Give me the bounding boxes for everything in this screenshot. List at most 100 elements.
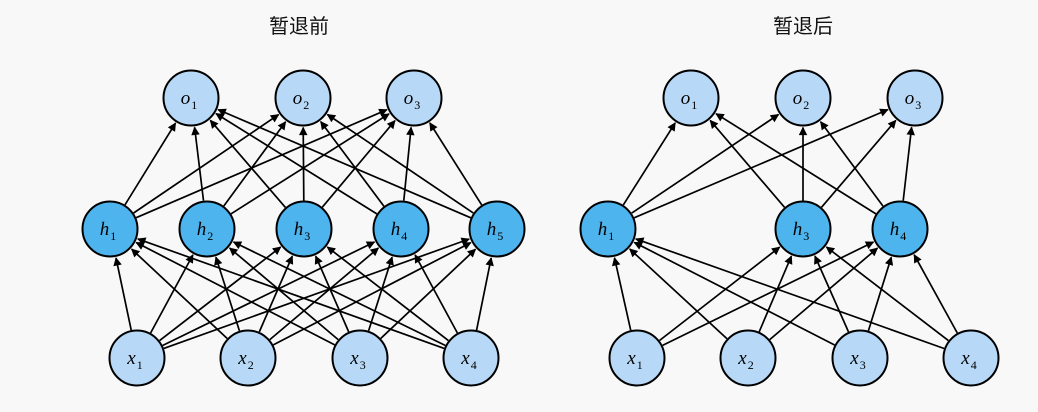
node-after-h3 bbox=[774, 200, 832, 258]
edge-h4-o2 bbox=[320, 120, 385, 207]
edge-x2-h1 bbox=[130, 248, 228, 340]
edge-x2-h4 bbox=[769, 247, 879, 341]
edge-x1-h4 bbox=[162, 241, 376, 347]
node-label-before-h3: h3 bbox=[294, 219, 311, 243]
edge-x2-h3 bbox=[758, 255, 793, 333]
node-label-after-x1: x1 bbox=[626, 348, 642, 372]
edge-x3-h3 bbox=[814, 255, 850, 333]
edge-x4-h5 bbox=[475, 257, 494, 331]
edge-h3-o1 bbox=[209, 119, 287, 208]
node-after-h1 bbox=[579, 200, 637, 258]
node-before-x4 bbox=[442, 329, 500, 387]
edge-x2-h2 bbox=[214, 256, 241, 332]
edge-h2-o1 bbox=[191, 126, 205, 201]
node-before-o3 bbox=[385, 69, 443, 127]
node-before-h3 bbox=[275, 200, 333, 258]
edge-x4-h3 bbox=[825, 246, 949, 342]
node-before-x1 bbox=[108, 329, 166, 387]
node-after-o3 bbox=[886, 69, 944, 127]
node-label-after-o1: o1 bbox=[681, 88, 698, 112]
edge-h5-o2 bbox=[326, 113, 474, 214]
edge-h4-o2 bbox=[819, 121, 884, 207]
edge-x3-h1 bbox=[135, 241, 336, 346]
node-label-after-o2: o2 bbox=[793, 88, 810, 112]
node-label-after-x4: x4 bbox=[960, 348, 976, 372]
edge-x3-h2 bbox=[228, 247, 339, 341]
edge-h3-o3 bbox=[820, 119, 897, 208]
edge-x2-h1 bbox=[629, 248, 728, 340]
edge-h4-o1 bbox=[715, 112, 877, 215]
edge-h2-o3 bbox=[230, 113, 390, 215]
edge-h4-o3 bbox=[402, 126, 415, 201]
edge-h5-o3 bbox=[429, 122, 483, 206]
node-label-after-x2: x2 bbox=[737, 348, 753, 372]
node-after-x3 bbox=[831, 329, 889, 387]
edge-x2-h5 bbox=[272, 241, 472, 346]
node-after-x2 bbox=[719, 329, 777, 387]
edge-h3-o3 bbox=[321, 119, 396, 208]
edge-h1-o2 bbox=[133, 113, 280, 214]
node-after-o1 bbox=[662, 69, 720, 127]
edge-h4-o3 bbox=[902, 126, 915, 201]
edge-x1-h1 bbox=[612, 256, 632, 331]
panel-after: o1 o2 o3 h1 h3 h4 x1 x2 x3 x4 bbox=[579, 69, 1000, 387]
node-label-before-h1: h1 bbox=[100, 219, 117, 243]
edge-x4-h3 bbox=[326, 246, 449, 342]
edge-h3-o1 bbox=[709, 119, 786, 208]
edge-x1-h1 bbox=[113, 257, 133, 331]
node-label-before-o2: o2 bbox=[293, 88, 310, 112]
edge-x3-h4 bbox=[367, 256, 394, 332]
node-label-before-x1: x1 bbox=[126, 348, 142, 372]
edge-x2-h4 bbox=[269, 247, 380, 341]
node-label-before-o1: o1 bbox=[181, 88, 198, 112]
edge-x3-h1 bbox=[633, 241, 835, 346]
node-after-x1 bbox=[608, 329, 666, 387]
node-before-x3 bbox=[331, 329, 389, 387]
edge-x3-h5 bbox=[380, 248, 477, 340]
edge-x4-h1 bbox=[136, 237, 445, 350]
node-label-before-o3: o3 bbox=[404, 88, 421, 112]
node-before-x2 bbox=[219, 329, 277, 387]
node-before-h2 bbox=[178, 200, 236, 258]
node-after-o2 bbox=[774, 69, 832, 127]
node-label-before-h2: h2 bbox=[197, 219, 214, 243]
node-label-before-x3: x3 bbox=[349, 348, 365, 372]
panel-before: o1 o2 o3 h1 h2 h3 h4 h5 x1 x2 x3 x4 bbox=[81, 69, 526, 387]
node-before-h4 bbox=[372, 200, 430, 258]
node-label-after-h1: h1 bbox=[598, 219, 615, 243]
node-label-before-x4: x4 bbox=[460, 348, 476, 372]
edge-x3-h4 bbox=[867, 256, 894, 332]
node-label-after-x3: x3 bbox=[849, 348, 865, 372]
node-before-o1 bbox=[162, 69, 220, 127]
edge-h2-o2 bbox=[223, 121, 287, 207]
edge-x1-h4 bbox=[662, 241, 875, 347]
node-after-h4 bbox=[871, 200, 929, 258]
edge-h1-o2 bbox=[631, 113, 780, 214]
node-after-x4 bbox=[942, 329, 1000, 387]
edge-x1-h3 bbox=[658, 246, 781, 342]
edge-h1-o3 bbox=[135, 108, 388, 219]
edge-x1-h3 bbox=[159, 246, 282, 342]
node-before-o2 bbox=[274, 69, 332, 127]
edge-x3-h3 bbox=[314, 255, 350, 333]
panel-title-after: 暂退后 bbox=[773, 15, 833, 38]
node-label-after-o3: o3 bbox=[905, 88, 922, 112]
node-label-before-x2: x2 bbox=[237, 348, 253, 372]
edge-h5-o1 bbox=[217, 108, 472, 219]
edge-h3-o2 bbox=[299, 126, 308, 201]
edge-h1-o1 bbox=[124, 122, 177, 206]
edge-h4-o1 bbox=[215, 112, 378, 215]
edge-h1-o3 bbox=[633, 108, 889, 219]
node-label-after-h3: h3 bbox=[793, 219, 810, 243]
node-before-h5 bbox=[468, 200, 526, 258]
edge-x4-h2 bbox=[232, 241, 446, 347]
edge-x4-h1 bbox=[634, 237, 945, 350]
node-label-before-h4: h4 bbox=[391, 219, 408, 243]
node-label-after-h4: h4 bbox=[890, 219, 907, 243]
edge-x1-h2 bbox=[149, 254, 194, 334]
node-label-before-h5: h5 bbox=[487, 219, 504, 243]
panel-title-before: 暂退前 bbox=[269, 15, 329, 38]
edge-x4-h4 bbox=[414, 254, 459, 334]
